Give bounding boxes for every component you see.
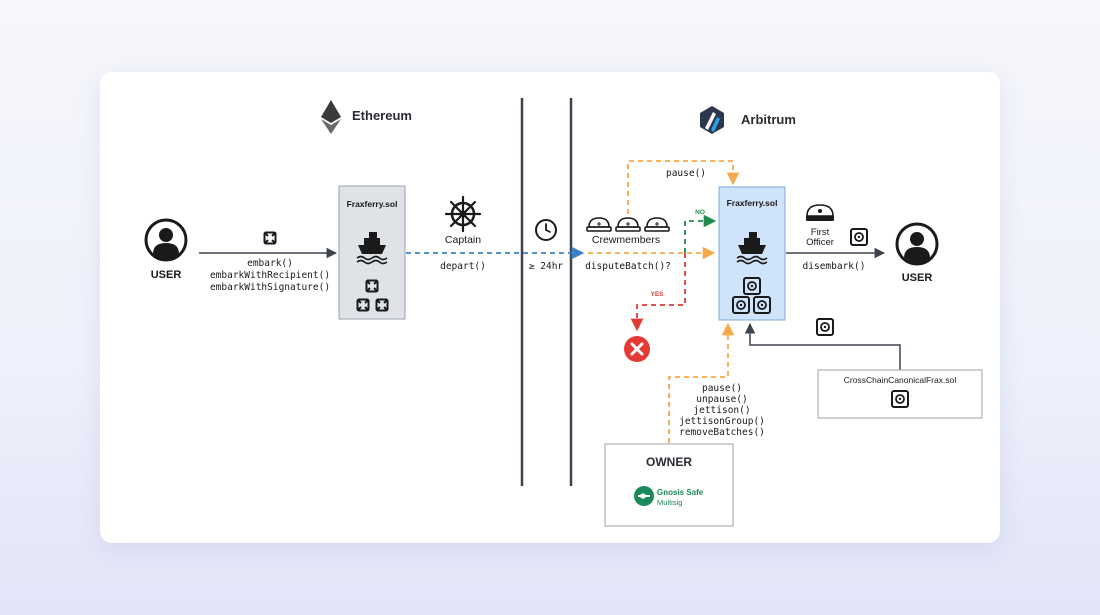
owner-call-jettison: jettison(): [693, 405, 750, 416]
reject-icon: [624, 336, 650, 362]
dispute-yes-arrow: [630, 253, 686, 332]
diagram-card: Ethereum Arbitrum USER embark() embarkWi…: [100, 72, 1000, 543]
user-left-label: USER: [151, 269, 182, 281]
owner-call-jettison-group: jettisonGroup(): [679, 416, 765, 427]
crewmembers-label: Crewmembers: [592, 234, 660, 246]
first-officer-label-line1: First: [811, 227, 830, 238]
user-right-label: USER: [902, 272, 933, 284]
user-right-icon: [895, 222, 939, 266]
owner-call-unpause: unpause(): [696, 394, 747, 405]
owner-label: OWNER: [646, 455, 692, 469]
arbitrum-label: Arbitrum: [741, 112, 796, 127]
depart-label: depart(): [440, 261, 486, 272]
safe-token-icon: [816, 318, 834, 336]
disembark-label: disembark(): [803, 261, 866, 272]
clock-icon: [535, 219, 557, 241]
embark-label: embark(): [247, 258, 293, 269]
dispute-no-arrow: [684, 214, 717, 253]
yes-label: YES: [650, 291, 664, 298]
canonical-label: CrossChainCanonicalFrax.sol: [844, 375, 957, 385]
fraxferry-arb-label: Fraxferry.sol: [727, 198, 778, 208]
owner-box: [604, 443, 734, 527]
first-officer-label-line2: Officer: [806, 237, 834, 248]
pause-top-label: pause(): [666, 168, 706, 179]
safe-token-icon: [850, 228, 868, 246]
sailor-hat-icon: [615, 217, 641, 232]
embark-with-recipient-label: embarkWithRecipient(): [210, 270, 330, 281]
dispute-label: disputeBatch()?: [585, 261, 671, 272]
fraxferry-eth-label: Fraxferry.sol: [347, 199, 398, 209]
sailor-hat-icon: [644, 217, 670, 232]
embark-with-signature-label: embarkWithSignature(): [210, 282, 330, 293]
canonical-box: [817, 369, 983, 419]
ship-wheel-icon: [444, 195, 482, 233]
no-label: NO: [695, 209, 705, 216]
user-left-icon: [144, 218, 188, 262]
ethereum-label: Ethereum: [352, 108, 412, 123]
flow-diagram: Ethereum Arbitrum USER embark() embarkWi…: [144, 98, 983, 527]
officer-cap-icon: [806, 204, 834, 221]
gnosis-safe-logo-icon: [634, 486, 654, 506]
frax-token-icon: [263, 231, 277, 245]
owner-call-pause: pause(): [702, 383, 742, 394]
ethereum-logo-icon: [321, 100, 341, 134]
gnosis-label-line2: Multisig: [657, 498, 682, 507]
sailor-hat-icon: [586, 217, 612, 232]
captain-label: Captain: [445, 234, 481, 246]
delay-label: ≥ 24hr: [529, 261, 564, 272]
canonical-to-ferry-arrow: [744, 322, 901, 370]
arbitrum-logo-icon: [700, 106, 724, 134]
gnosis-label-line1: Gnosis Safe: [657, 488, 704, 497]
owner-call-remove-batches: removeBatches(): [679, 427, 765, 438]
